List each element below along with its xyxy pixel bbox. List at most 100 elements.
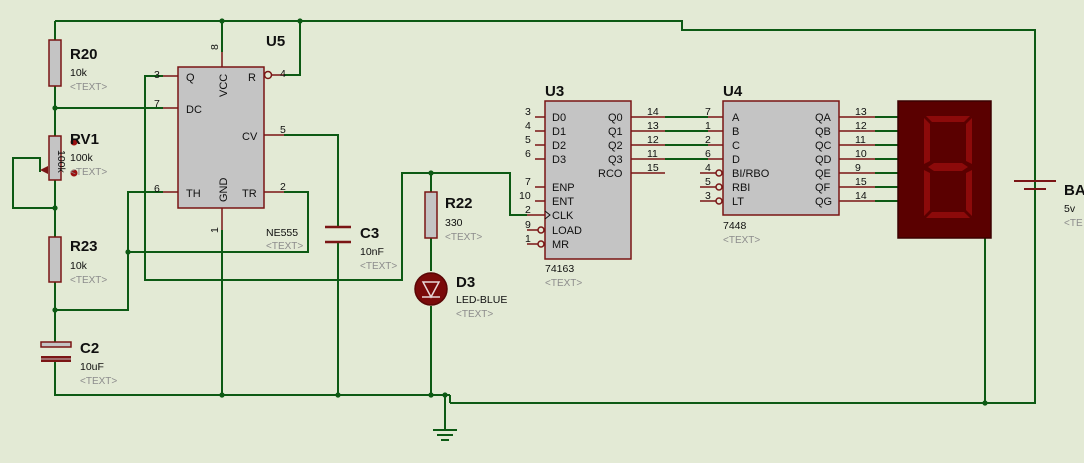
potentiometer-rv1[interactable]: 100k RV1 100k <TEXT>: [40, 131, 107, 181]
junctions: [52, 18, 988, 406]
resistor-r23[interactable]: R23 10k <TEXT>: [48, 236, 107, 286]
wire-q-clk[interactable]: [144, 75, 527, 281]
rv1-ref: RV1: [70, 131, 99, 148]
capacitor-c2[interactable]: C2 10uF <TEXT>: [40, 340, 117, 387]
rv1-value: 100k: [70, 152, 94, 164]
wires: [12, 20, 1036, 430]
junction-dot: [219, 392, 225, 398]
u5-pin-number: 2: [280, 181, 286, 193]
c3-value: 10nF: [360, 246, 384, 258]
u3-pin-label: ENP: [552, 182, 575, 194]
schematic-shape: [40, 341, 72, 348]
wire-gnd-rail[interactable]: [54, 362, 450, 396]
c2-text: <TEXT>: [80, 376, 117, 387]
u3-ref: U3: [545, 83, 564, 100]
u4-pin-label: QB: [815, 126, 831, 138]
u4-text: <TEXT>: [723, 235, 760, 246]
d3-ref: D3: [456, 274, 475, 291]
u4-pin-label: QC: [815, 140, 832, 152]
segment-b: [966, 118, 972, 164]
u3-pin-number: 12: [647, 134, 659, 146]
r23-value: 10k: [70, 260, 88, 272]
wire-rv1-wiper[interactable]: [12, 157, 55, 209]
r22-value: 330: [445, 217, 463, 229]
junction-dot: [982, 400, 988, 406]
u3-pin-label: Q2: [608, 140, 623, 152]
u4-value: 7448: [723, 220, 747, 232]
r23-text: <TEXT>: [70, 275, 107, 286]
ic-body: [177, 66, 265, 209]
u4-pin-number: 11: [855, 134, 866, 146]
c2-value: 10uF: [80, 361, 104, 373]
u4-pin-label: QA: [815, 112, 832, 124]
u3-pin-number: 9: [525, 219, 531, 231]
u4-pin-number: 6: [705, 148, 711, 160]
segment-d: [926, 212, 970, 218]
u3-pin-number: 14: [647, 106, 659, 118]
u4-pin-number: 15: [855, 176, 867, 188]
u3-pin-label: Q0: [608, 112, 623, 124]
ic-u5-ne555[interactable]: 3 7 6 8 4 5 2 1 Q DC TH VCC R CV TR GND …: [154, 33, 303, 252]
capacitor-c3[interactable]: C3 10nF <TEXT>: [325, 225, 397, 272]
segment-a: [926, 116, 970, 122]
u4-pin-number: 5: [705, 176, 711, 188]
u5-pin-label: Q: [186, 72, 195, 84]
ic-u3-74163[interactable]: 3 4 5 6 7 10 2 9 1 D0 D1 D2 D3 ENP ENT C…: [519, 83, 665, 289]
ic-body: [722, 100, 840, 216]
junction-dot: [297, 18, 303, 24]
u5-pin-number: 7: [154, 98, 160, 110]
schematic-shape: [537, 240, 545, 248]
bat-value: 5v: [1064, 203, 1076, 215]
bat-ref: BA: [1064, 182, 1084, 199]
u3-pin-label: LOAD: [552, 225, 582, 237]
schematic-shape: [715, 197, 723, 205]
segment-g: [928, 163, 968, 171]
c2-ref: C2: [80, 340, 99, 357]
u3-value: 74163: [545, 263, 574, 275]
d3-value: LED-BLUE: [456, 294, 507, 306]
u4-pin-label: QF: [815, 182, 831, 194]
component-body: [48, 39, 62, 87]
u3-pin-label: D0: [552, 112, 566, 124]
u3-pin-label: D1: [552, 126, 566, 138]
led-d3[interactable]: D3 LED-BLUE <TEXT>: [414, 272, 507, 320]
u4-pin-number: 13: [855, 106, 867, 118]
rv1-body-label: 100k: [55, 150, 67, 174]
u3-pin-number: 7: [525, 176, 531, 188]
ic-u4-7448[interactable]: 7 1 2 6 4 5 3 A B C D BI/RBO RBI LT 13 1…: [700, 83, 875, 246]
u5-text: <TEXT>: [266, 241, 303, 252]
ic-body: [544, 100, 632, 260]
u5-pin-number: 8: [209, 44, 221, 50]
u3-pin-number: 4: [525, 120, 531, 132]
u3-pin-label: D3: [552, 154, 566, 166]
battery-ba[interactable]: BA 5v <TE: [1014, 180, 1084, 229]
schematic-shape: [414, 272, 448, 306]
segment-e: [924, 170, 930, 216]
u3-pin-label: ENT: [552, 196, 574, 208]
resistor-r22[interactable]: R22 330 <TEXT>: [424, 191, 482, 243]
u5-pin-label: DC: [186, 104, 202, 116]
wire-u5-reset[interactable]: [284, 21, 301, 76]
resistor-r20[interactable]: R20 10k <TEXT>: [48, 39, 107, 93]
u3-pin-number: 10: [519, 190, 531, 202]
u3-pin-number: 2: [525, 204, 531, 216]
u3-text: <TEXT>: [545, 278, 582, 289]
r20-ref: R20: [70, 46, 98, 63]
component-body: [48, 236, 62, 283]
u4-pin-label: QE: [815, 168, 831, 180]
u4-pin-label: A: [732, 112, 740, 124]
junction-dot: [219, 18, 225, 24]
u5-pin-number: 1: [209, 227, 221, 233]
u5-pin-number: 4: [280, 68, 286, 80]
wire-tr[interactable]: [128, 191, 309, 253]
wire-cv[interactable]: [284, 134, 339, 227]
wire-vcc-rail[interactable]: [55, 20, 1036, 404]
u3-pin-number: 5: [525, 134, 531, 146]
u5-pin-label: VCC: [218, 74, 230, 97]
seven-segment-display[interactable]: [897, 100, 992, 239]
u4-pin-number: 1: [705, 120, 711, 132]
u4-pin-label: QG: [815, 196, 832, 208]
u5-pin-label: CV: [242, 131, 258, 143]
u4-pin-number: 10: [855, 148, 867, 160]
